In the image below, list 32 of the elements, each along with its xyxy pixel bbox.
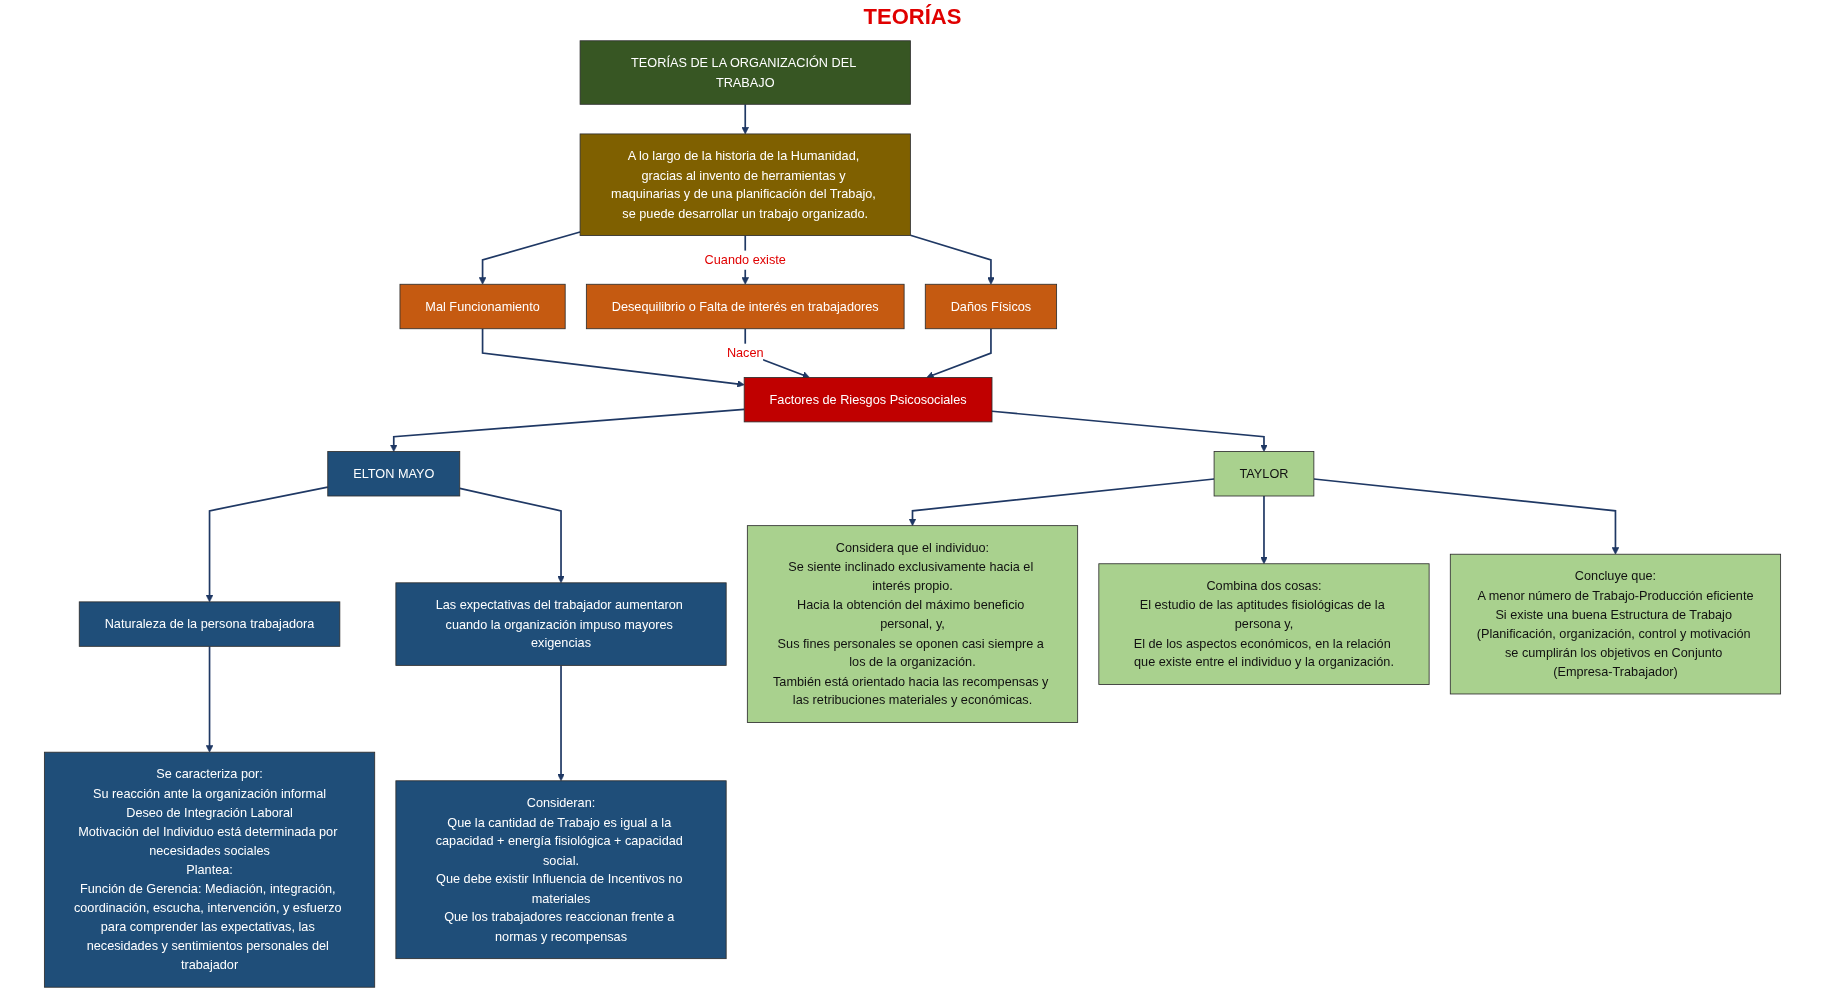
node-box: ELTON MAYO [327, 451, 461, 497]
arrow [557, 664, 565, 782]
node-box: Desequilibrio o Falta de interés en trabajadores [585, 283, 905, 330]
arrow [741, 103, 749, 135]
edge-label: Nacen [726, 345, 764, 360]
arrow [909, 234, 995, 285]
node-box: Considera que el individuo: Se siente inclinado exclusivamente hacia el interés propio. Hacia la obtención del máximo beneficio personal, y, Sus fines personales se oponen casi siempre a los de la organización. También está orientado hacia las recompensas y las retribuciones materiales y económicas. [746, 525, 1079, 723]
node-box: Las expectativas del trabajador aumentaron cuando la organización impuso mayores exigencias [395, 582, 727, 666]
node-box: Consideran: Que la cantidad de Trabajo es igual a la capacidad + energía fisiológica + capacidad social. Que debe existir Influencia de Incentivos no materiales Que los trabajadores reaccionan frente a normas y recompensas [395, 780, 727, 960]
arrow [1313, 478, 1620, 555]
node-box: Naturaleza de la persona trabajadora [78, 601, 341, 647]
node-box: Factores de Riesgos Psicosociales [743, 377, 993, 423]
arrow [478, 231, 581, 285]
node-box: A lo largo de la historia de la Humanidad, gracias al invento de herramientas y maquinarias y de una planificación del Trabajo, se puede desarrollar un trabajo organizado. [579, 133, 911, 236]
node-box: TEORÍAS DE LA ORGANIZACIÓN DEL TRABAJO [579, 40, 911, 105]
arrow [908, 478, 1215, 526]
node-box: TAYLOR [1213, 451, 1315, 497]
node-box: Se caracteriza por: Su reacción ante la organización informal Deseo de Integración Laboral Motivación del Individuo está determinada por necesidades sociales Plantea: Función de Gerencia: Mediación, integración, coordinación, escucha, intervención, y esfuerzo para comprender las expectativas, las necesidades y sentimientos personales del trabajador [43, 751, 376, 988]
node-box: Daños Físicos [924, 283, 1058, 330]
arrow [991, 410, 1268, 452]
arrow [390, 408, 746, 452]
arrow [481, 327, 745, 388]
edge-label: Cuando existe [704, 252, 786, 267]
node-box: Concluye que: A menor número de Trabajo-Producción eficiente Si existe una buena Estructura de Trabajo (Planificación, organización, control y motivación se cumplirán los objetivos en Conjunto (Empresa-Trabajador) [1449, 553, 1782, 695]
arrow [1260, 495, 1268, 565]
node-box: Mal Funcionamiento [399, 283, 566, 330]
arrow [926, 327, 992, 379]
arrow [205, 486, 329, 603]
node-box: Combina dos cosas: El estudio de las aptitudes fisiológicas de la persona y, El de los aspectos económicos, en la relación que existe entre el individuo y la organización. [1098, 563, 1430, 685]
section-label: TEORÍAS [863, 4, 962, 30]
arrow [205, 645, 214, 753]
arrow [458, 487, 565, 584]
